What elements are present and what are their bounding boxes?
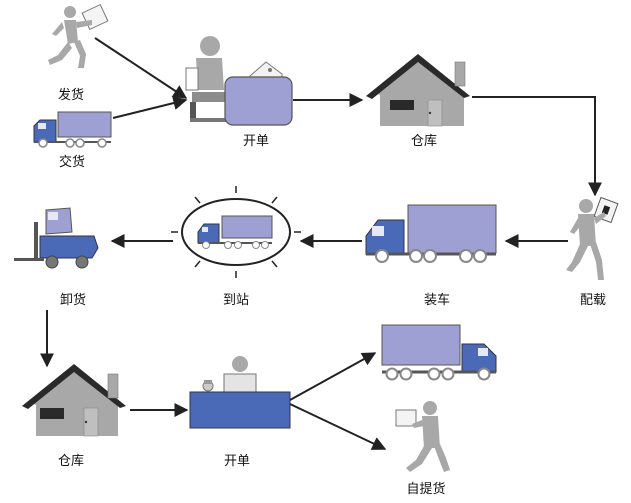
label-jiaohuo: 交货 bbox=[58, 155, 86, 170]
label-cangku-top: 仓库 bbox=[410, 134, 438, 149]
label-ziti: 自提货 bbox=[406, 482, 446, 497]
arrow-kaidan-to-ziti bbox=[289, 403, 387, 450]
kaidan-clerk-bottom-icon bbox=[189, 356, 291, 429]
delivery-truck-icon bbox=[381, 324, 497, 381]
ziti-person-icon bbox=[395, 401, 450, 472]
xiehuo-forklift-icon bbox=[14, 207, 99, 269]
fahuo-person-icon bbox=[48, 3, 109, 68]
label-xiehuo: 卸货 bbox=[59, 293, 87, 308]
label-kaidan-top: 开单 bbox=[242, 134, 270, 149]
zhuangche-truck-icon bbox=[365, 204, 497, 263]
arrow-kaidan-to-truck bbox=[289, 352, 377, 401]
label-kaidan-bottom: 开单 bbox=[223, 454, 251, 469]
label-fahuo: 发货 bbox=[57, 88, 85, 103]
kaidan-clerk-top-icon bbox=[185, 36, 293, 126]
arrow-jiaohuo-to-kaidan bbox=[112, 96, 188, 119]
daozhan-arrival-icon bbox=[171, 186, 301, 278]
label-daozhan: 到站 bbox=[222, 293, 250, 308]
label-zhuangche: 装车 bbox=[423, 293, 451, 308]
arrow-fahuo-to-kaidan bbox=[94, 37, 188, 99]
label-peizai: 配载 bbox=[579, 293, 607, 308]
cangku-top-house-icon bbox=[366, 54, 470, 127]
flow-arrows bbox=[40, 37, 602, 450]
peizai-person-icon bbox=[566, 196, 619, 280]
cangku-bottom-house-icon bbox=[22, 364, 126, 437]
jiaohuo-truck-icon bbox=[33, 111, 112, 148]
label-cangku-bottom: 仓库 bbox=[57, 454, 85, 469]
arrow-cangku-to-peizai bbox=[472, 96, 602, 197]
